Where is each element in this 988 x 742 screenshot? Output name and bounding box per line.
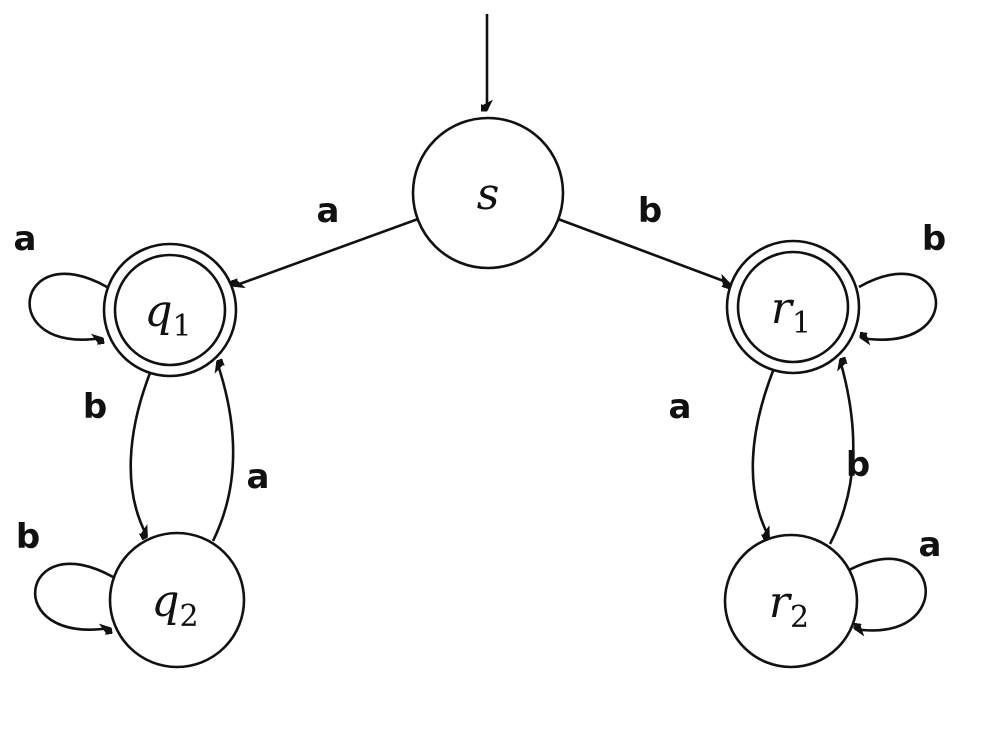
edge-s-r1 bbox=[557, 217, 729, 283]
edge-label-r1-selfloop: b bbox=[922, 219, 946, 259]
edge-label-s-r1: b bbox=[638, 191, 662, 231]
state-q2-label: q2 bbox=[151, 576, 198, 634]
edge-label-s-q1: a bbox=[317, 191, 340, 231]
state-r2: r2 bbox=[723, 533, 859, 669]
edge-label-q1-selfloop: a bbox=[14, 219, 37, 259]
state-q2-label-sub: 2 bbox=[180, 599, 199, 634]
edge-r1-selfloop bbox=[858, 272, 938, 340]
state-r1-inner-circle bbox=[736, 250, 850, 364]
state-q2: q2 bbox=[108, 531, 246, 669]
state-r1-label: r1 bbox=[771, 283, 811, 341]
edge-r2-selfloop bbox=[848, 557, 928, 631]
state-r2-circle bbox=[723, 533, 859, 669]
edge-label-q1-q2: b bbox=[83, 387, 107, 427]
state-r2-label-main: r bbox=[769, 577, 793, 628]
state-q2-circle bbox=[108, 531, 246, 669]
state-r2-label: r2 bbox=[769, 577, 809, 635]
edge-label-r2-selfloop: a bbox=[919, 525, 942, 565]
state-r1-label-sub: 1 bbox=[792, 306, 811, 341]
state-q1-label: q1 bbox=[144, 286, 191, 344]
edge-q1-q2 bbox=[129, 372, 152, 536]
state-r1-label-main: r bbox=[771, 283, 795, 334]
edge-q1-selfloop bbox=[28, 272, 108, 340]
state-r1: r1 bbox=[725, 239, 861, 375]
edge-r1-r2 bbox=[751, 370, 775, 537]
edge-label-r1-r2: a bbox=[669, 387, 692, 427]
state-s-label: s bbox=[477, 169, 500, 220]
state-q1: q1 bbox=[102, 242, 238, 378]
edge-r2-r1 bbox=[828, 360, 855, 545]
state-q1-label-main: q bbox=[144, 286, 172, 337]
state-q2-label-main: q bbox=[151, 576, 179, 627]
state-q1-inner-circle bbox=[113, 253, 227, 367]
edge-label-r2-r1: b bbox=[846, 445, 870, 485]
state-q1-label-sub: 1 bbox=[173, 309, 192, 344]
edge-s-q1 bbox=[234, 217, 419, 286]
state-s: s bbox=[411, 116, 565, 270]
edge-label-q2-selfloop: b bbox=[16, 517, 40, 557]
edge-q2-q1 bbox=[211, 362, 235, 542]
edge-label-q2-q1: a bbox=[247, 457, 270, 497]
state-r2-label-sub: 2 bbox=[790, 600, 809, 635]
edge-q2-selfloop bbox=[33, 562, 114, 630]
state-s-circle bbox=[411, 116, 565, 270]
